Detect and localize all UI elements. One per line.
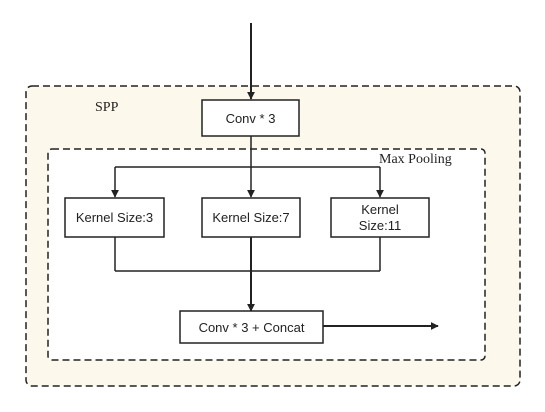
concat-label: Conv * 3 + Concat <box>199 320 305 335</box>
max-pooling-label: Max Pooling <box>379 152 452 167</box>
kernel-3-label: Kernel Size:3 <box>76 210 153 225</box>
split-connector <box>111 136 384 198</box>
kernel-7-node: Kernel Size:7 <box>201 197 301 238</box>
conv-top-node: Conv * 3 <box>201 99 300 137</box>
merge-connector <box>114 237 381 312</box>
concat-node: Conv * 3 + Concat <box>179 310 324 344</box>
kernel-3-node: Kernel Size:3 <box>64 197 165 238</box>
conv-top-label: Conv * 3 <box>226 111 276 126</box>
kernel-7-label: Kernel Size:7 <box>212 210 289 225</box>
spp-label: SPP <box>95 100 119 115</box>
kernel-11-label-line-1: Kernel <box>361 202 399 217</box>
kernel-11-node: Kernel Size:11 <box>330 197 430 238</box>
kernel-11-label-line-2: Size:11 <box>359 218 401 233</box>
